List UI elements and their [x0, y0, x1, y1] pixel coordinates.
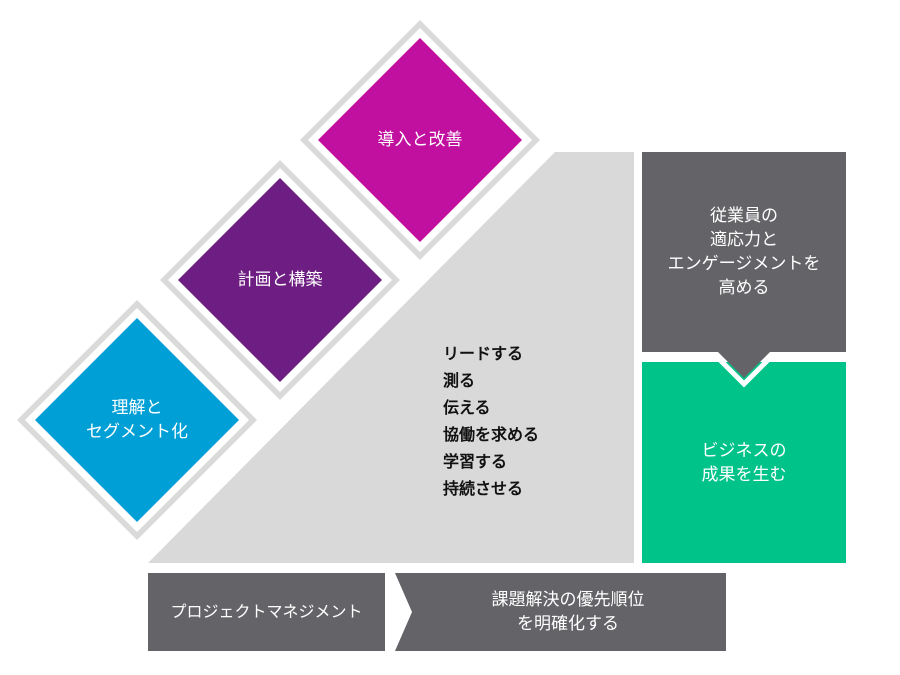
priorities-label: 課題解決の優先順位 を明確化する	[491, 590, 645, 634]
diamond-deploy-label: 導入と改善	[377, 130, 463, 150]
project-management-label: プロジェクトマネジメント	[170, 602, 363, 621]
business-outcome-label: ビジネスの 成果を生む	[701, 440, 787, 485]
diamond-plan-label: 計画と構築	[237, 270, 323, 290]
activity-item: 伝える	[443, 398, 491, 417]
activity-item: 測る	[443, 371, 476, 390]
activities-list: リードする 測る 伝える 協働を求める 学習する 持続させる	[443, 340, 539, 502]
diamond-deploy	[300, 20, 540, 260]
activity-item: リードする	[443, 344, 524, 363]
business-box	[642, 362, 846, 563]
activity-item: 学習する	[443, 452, 508, 471]
diamond-understand-label: 理解と セグメント化	[86, 398, 188, 442]
diamond-plan	[160, 160, 400, 400]
priorities-box	[395, 573, 726, 651]
employee-box	[642, 152, 846, 378]
activity-item: 協働を求める	[443, 425, 540, 444]
employee-outcome-label: 従業員の 適応力と エンゲージメントを 高める	[667, 206, 821, 298]
diamond-understand	[17, 300, 257, 540]
activity-item: 持続させる	[443, 479, 524, 498]
project-management-box	[148, 573, 385, 651]
activities-triangle	[148, 152, 634, 563]
